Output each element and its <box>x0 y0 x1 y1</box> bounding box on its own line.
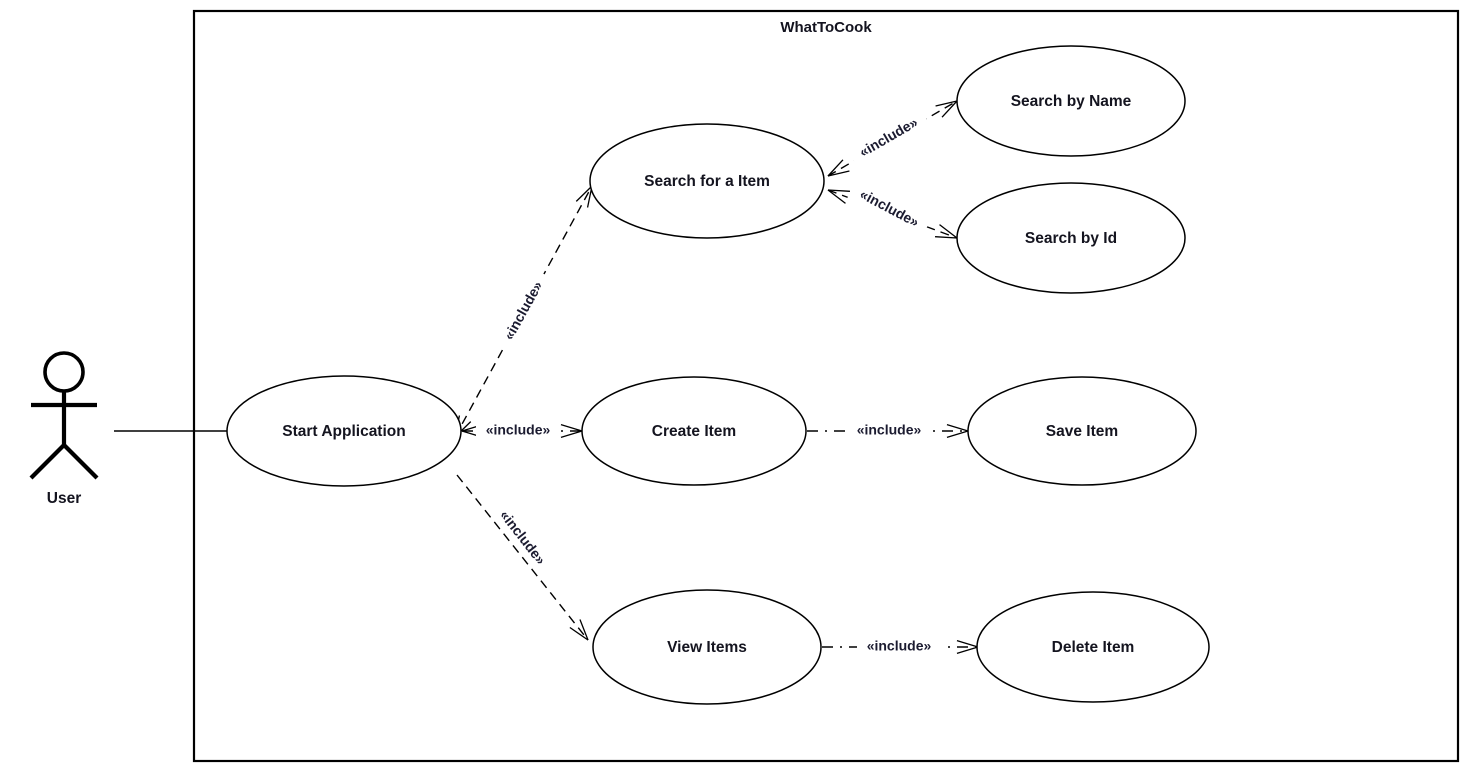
actors-layer: User <box>29 351 99 507</box>
include-label-backdrop <box>847 421 931 441</box>
include-arrowhead-end <box>935 100 958 118</box>
use-case-ellipse[interactable] <box>976 591 1210 703</box>
actor-user[interactable]: User <box>29 351 99 507</box>
use-case-ellipse[interactable] <box>589 123 825 239</box>
include-arrowhead-end <box>569 619 589 641</box>
include-arrowhead-end <box>935 224 958 239</box>
use-case-search-for-a-item[interactable]: Search for a Item <box>589 123 825 239</box>
include-relationship: «include» <box>827 180 958 239</box>
actor-label: User <box>47 490 81 507</box>
use-case-label: Delete Item <box>1052 639 1135 656</box>
use-case-ellipse[interactable] <box>956 45 1186 157</box>
include-arrowhead-end <box>946 423 969 439</box>
actor-left-leg-line <box>29 443 66 480</box>
use-case-label: Search by Id <box>1025 230 1117 247</box>
use-case-ellipse[interactable] <box>967 376 1197 486</box>
use-case-label: Search for a Item <box>644 173 770 190</box>
use-case-ellipse[interactable] <box>226 375 462 487</box>
use-case-search-by-id[interactable]: Search by Id <box>956 182 1186 294</box>
include-relationship: «include» <box>461 421 583 441</box>
use-case-start-application[interactable]: Start Application <box>226 375 462 487</box>
include-relationship: «include» <box>456 474 589 641</box>
use-case-view-items[interactable]: View Items <box>592 589 822 705</box>
use-case-create-item[interactable]: Create Item <box>581 376 807 486</box>
use-case-label: Save Item <box>1046 423 1118 440</box>
use-case-delete-item[interactable]: Delete Item <box>976 591 1210 703</box>
system-boundary-rect <box>192 9 1460 763</box>
include-label-backdrop <box>488 498 556 578</box>
use-case-label: Search by Name <box>1011 93 1132 110</box>
include-connector-line <box>456 474 589 641</box>
system-boundary: WhatToCook <box>192 9 1460 763</box>
include-label-backdrop <box>476 421 560 441</box>
include-arrowhead-end <box>560 423 583 439</box>
use-case-label: View Items <box>667 639 747 656</box>
use-case-search-by-name[interactable]: Search by Name <box>956 45 1186 157</box>
include-relationship: «include» <box>822 637 979 657</box>
actor-right-leg-line <box>62 443 99 480</box>
include-label-backdrop <box>847 180 931 238</box>
use-case-label: Create Item <box>652 423 736 440</box>
include-stereotype-label: «include» <box>857 422 922 438</box>
include-label-backdrop <box>857 637 941 657</box>
include-stereotype-label: «include» <box>867 638 932 654</box>
use-case-save-item[interactable]: Save Item <box>967 376 1197 486</box>
include-arrowhead-end <box>575 185 593 208</box>
include-relationship: «include» <box>454 185 593 438</box>
system-boundary-title: WhatToCook <box>780 19 872 36</box>
include-arrowhead-start <box>827 189 850 204</box>
use-case-ellipse[interactable] <box>581 376 807 486</box>
use-case-ellipse[interactable] <box>592 589 822 705</box>
include-relationship: «include» <box>807 421 969 441</box>
use-case-label: Start Application <box>282 423 405 440</box>
include-arrowhead-end <box>956 639 979 655</box>
include-stereotype-label: «include» <box>486 422 551 438</box>
include-arrowhead-start <box>827 159 850 177</box>
include-label-backdrop <box>847 108 931 168</box>
use-case-ellipse[interactable] <box>956 182 1186 294</box>
include-label-backdrop <box>494 269 554 353</box>
include-relationship: «include» <box>827 100 958 177</box>
actor-head-icon <box>43 351 85 393</box>
include-connector-line <box>827 100 958 177</box>
